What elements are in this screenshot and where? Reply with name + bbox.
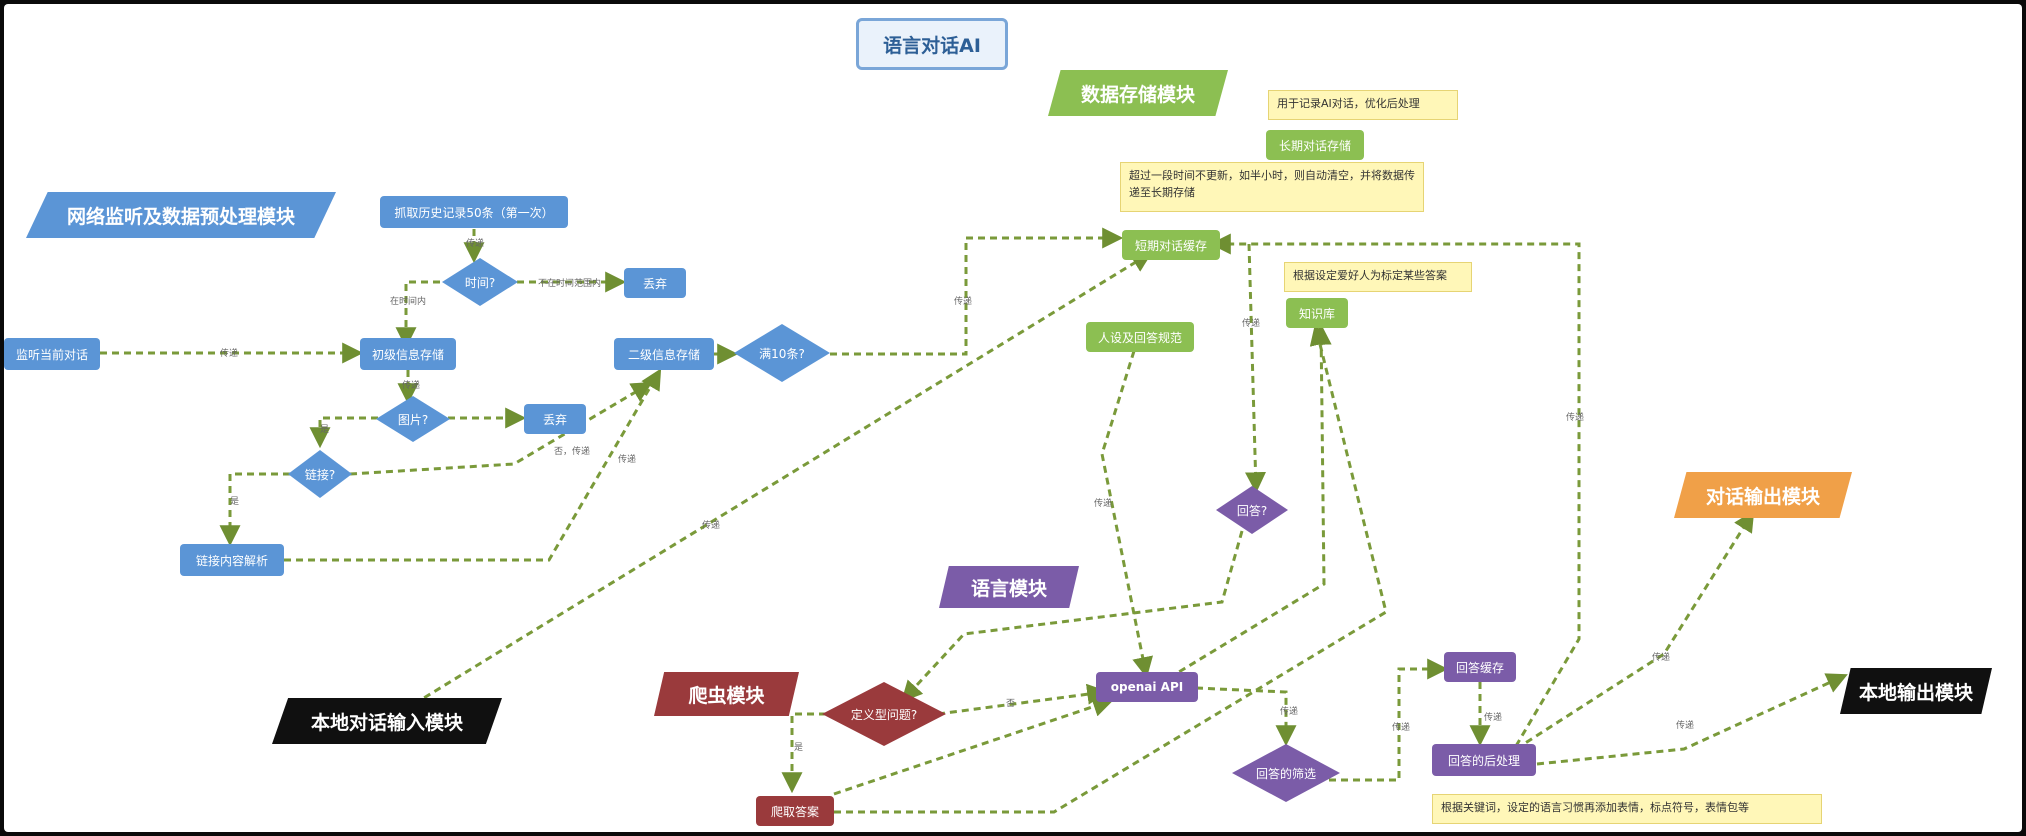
node-crawl-answer: 爬取答案 <box>756 796 834 826</box>
module-local-output-banner: 本地输出模块 <box>1840 668 1992 714</box>
edge-crawl-to-kb <box>834 323 1388 814</box>
diagram-title: 语言对话AI <box>856 18 1008 70</box>
edge-crawl-to-openai <box>833 696 1114 796</box>
edge-short-to-answer <box>1245 243 1267 494</box>
decision-filter: 回答的筛选 <box>1232 744 1340 802</box>
decision-image: 图片? <box>376 396 450 442</box>
edge-label-yes-1: 是 <box>320 425 330 435</box>
edge-image-to-link <box>309 416 378 449</box>
edge-full-to-short <box>830 227 1124 356</box>
note-post-processing: 根据关键词，设定的语言习惯再添加表情，标点符号，表情包等 <box>1432 794 1822 824</box>
edge-post-to-short <box>1209 233 1581 747</box>
edge-post-to-local-output <box>1536 673 1848 766</box>
edge-label-in-range: 在时间内 <box>390 297 427 307</box>
module-storage-banner: 数据存储模块 <box>1048 70 1228 116</box>
edge-label-pass-9: 传递 <box>1566 413 1585 423</box>
node-discard-1: 丢弃 <box>624 268 686 298</box>
node-short-term-cache: 短期对话缓存 <box>1122 230 1220 260</box>
edge-local-input-to-short <box>413 251 1153 706</box>
edge-time-to-primary <box>395 280 452 349</box>
edge-label-pass-4: 传递 <box>618 455 637 465</box>
node-discard-2: 丢弃 <box>524 404 586 434</box>
edge-persona-to-openai <box>1100 350 1154 679</box>
node-link-parse: 链接内容解析 <box>180 544 284 576</box>
module-crawler-banner: 爬虫模块 <box>654 672 799 716</box>
module-local-input-banner: 本地对话输入模块 <box>272 698 502 744</box>
note-long-term: 用于记录AI对话，优化后处理 <box>1268 90 1458 120</box>
note-short-term: 超过一段时间不更新，如半小时，则自动清空，并将数据传递至长期存储 <box>1120 162 1424 212</box>
node-knowledge-base: 知识库 <box>1286 298 1348 328</box>
node-openai-api: openai API <box>1096 672 1198 702</box>
node-secondary-storage: 二级信息存储 <box>614 338 714 370</box>
node-primary-storage: 初级信息存储 <box>360 338 456 370</box>
edge-label-pass-2: 传递 <box>220 349 239 359</box>
edge-answer-to-define <box>901 530 1244 703</box>
note-knowledge-base: 根据设定爱好人为标定某些答案 <box>1284 262 1472 292</box>
edge-label-out-range: 不在时间范围内 <box>538 279 602 289</box>
edge-label-pass-11: 传递 <box>1392 723 1411 733</box>
module-dialog-output-banner: 对话输出模块 <box>1674 472 1852 518</box>
edge-label-pass-14: 传递 <box>1676 721 1695 731</box>
decision-time: 时间? <box>442 258 518 306</box>
edge-label-yes-3: 是 <box>794 743 804 753</box>
decision-link: 链接? <box>288 450 352 498</box>
node-post-processing: 回答的后处理 <box>1432 744 1536 776</box>
edge-parse-to-secondary <box>284 368 662 562</box>
node-listen-current: 监听当前对话 <box>4 338 100 370</box>
module-network-banner: 网络监听及数据预处理模块 <box>26 192 336 238</box>
node-fetch-history: 抓取历史记录50条（第一次） <box>380 196 568 228</box>
edges-layer <box>100 227 1848 814</box>
edge-openai-to-filter <box>1195 686 1297 747</box>
edge-link-to-secondary <box>349 381 653 476</box>
edge-label-pass-7: 传递 <box>1242 319 1261 329</box>
edge-label-pass-5: 传递 <box>954 297 973 307</box>
edge-label-yes-2: 是 <box>230 497 240 507</box>
edge-post-to-dialog-output <box>1515 510 1755 751</box>
decision-answer: 回答? <box>1216 486 1288 534</box>
edge-label-pass-13: 传递 <box>1652 653 1671 663</box>
edge-link-to-parse <box>219 472 290 547</box>
decision-define: 定义型问题? <box>822 682 946 746</box>
edge-label-pass-12: 传递 <box>1484 713 1503 723</box>
module-language-banner: 语言模块 <box>939 566 1079 608</box>
edge-filter-to-cache <box>1329 658 1449 782</box>
decision-full-10: 满10条? <box>734 324 830 382</box>
node-answer-cache: 回答缓存 <box>1444 652 1516 682</box>
node-long-term-storage: 长期对话存储 <box>1266 130 1364 160</box>
edge-label-no-pass: 否，传递 <box>554 447 591 457</box>
node-persona: 人设及回答规范 <box>1086 322 1194 352</box>
edge-label-no: 否 <box>1006 699 1016 709</box>
diagram-canvas: 语言对话AI 网络监听及数据预处理模块 数据存储模块 语言模块 爬虫模块 本地对… <box>4 4 2022 832</box>
edge-label-pass-10: 传递 <box>1280 707 1299 717</box>
edge-define-to-openai <box>937 683 1109 716</box>
edge-define-to-crawl <box>781 712 826 794</box>
edge-label-pass-3: 传递 <box>402 381 421 391</box>
edge-label-pass-1: 传递 <box>466 239 485 249</box>
edge-label-pass-6: 传递 <box>702 521 721 531</box>
edge-openai-to-kb <box>1168 323 1332 680</box>
edge-label-pass-8: 传递 <box>1094 499 1113 509</box>
